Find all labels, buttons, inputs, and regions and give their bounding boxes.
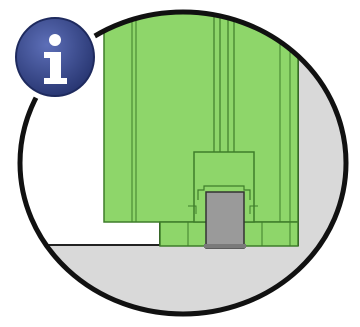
- detail-circle-outline: [17, 9, 349, 317]
- right-wall: [298, 12, 346, 250]
- info-icon: [10, 12, 100, 102]
- track-rail: [205, 191, 245, 249]
